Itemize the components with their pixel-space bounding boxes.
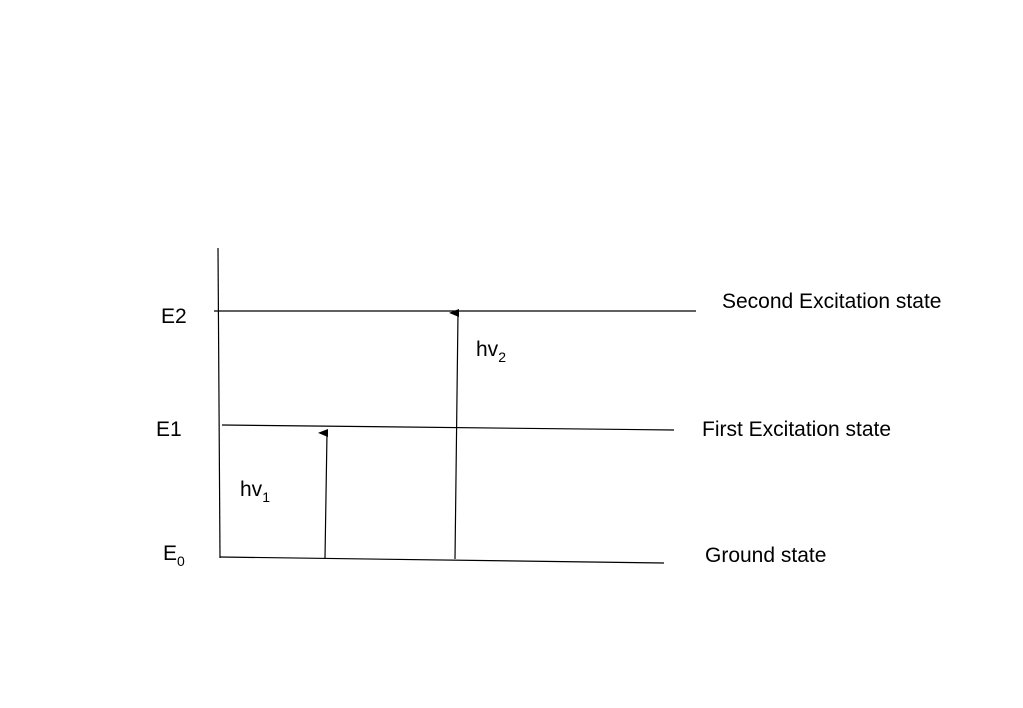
arrow-hv2 bbox=[449, 309, 460, 560]
level-symbol-e0: E0 bbox=[163, 542, 185, 569]
transition-label-hv1-subscript: 1 bbox=[262, 489, 270, 505]
arrow-hv1 bbox=[318, 429, 329, 559]
level-line-e0 bbox=[219, 556, 665, 564]
transition-label-hv2: hv2 bbox=[476, 338, 506, 365]
level-symbol-e1: E1 bbox=[156, 418, 182, 441]
transition-label-hv2-subscript: 2 bbox=[498, 349, 506, 365]
level-symbol-e0-base: E bbox=[163, 542, 177, 565]
transition-label-hv1: hv1 bbox=[240, 478, 270, 505]
level-description-e1: First Excitation state bbox=[702, 418, 891, 441]
transition-label-hv1-base: hv bbox=[240, 478, 263, 501]
level-description-e2: Second Excitation state bbox=[722, 290, 941, 313]
level-description-e0: Ground state bbox=[705, 544, 826, 567]
transition-label-hv2-base: hv bbox=[476, 338, 499, 361]
level-line-e1 bbox=[221, 424, 675, 431]
level-symbol-e0-subscript: 0 bbox=[177, 553, 185, 569]
energy-axis bbox=[217, 247, 221, 559]
level-symbol-e2: E2 bbox=[161, 305, 187, 328]
